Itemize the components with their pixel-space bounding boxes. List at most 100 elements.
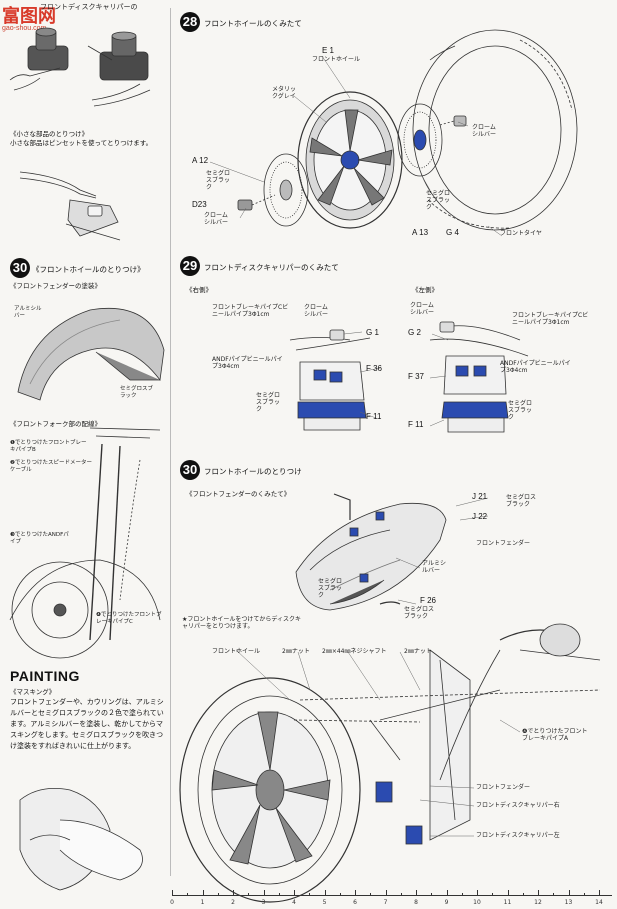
ruler-label: 10: [473, 899, 481, 906]
label-front-wheel: フロントホイール: [312, 56, 361, 63]
label-shaft: 2㎜×44㎜ネジシャフト: [322, 648, 387, 655]
step-30-left-title: 《フロントホイールのとりつけ》: [32, 265, 145, 274]
ruler-tick: [324, 890, 326, 896]
ruler-tick: [263, 890, 265, 896]
label-caliper-left: フロントディスクキャリパー左: [476, 832, 560, 839]
label-j22: J 22: [472, 512, 488, 521]
ruler-tick-minor: [400, 893, 402, 896]
ruler-label: 5: [322, 899, 327, 906]
watermark-url: gao-shou.com: [2, 25, 47, 32]
fender-semigloss-label: セミグロスブラック: [120, 386, 154, 399]
caliper-right-illustration: [289, 329, 371, 431]
ruler-label: 1: [200, 899, 205, 906]
label-chrome-silver-a: クロームシルバー: [472, 124, 497, 138]
left-andf: ANDFパイプビニールパイプ3Φ4cm: [500, 360, 571, 374]
ruler-tick: [416, 890, 417, 896]
step-30-number: 30: [180, 460, 200, 480]
step-29-title: フロントディスクキャリパーのくみたて: [204, 263, 339, 272]
caliper-left-illustration: [429, 321, 529, 433]
label-e1: E 1: [322, 46, 335, 55]
step-30-left-number: 30: [10, 258, 30, 278]
masking-subtitle: 《マスキング》: [10, 688, 56, 696]
left-pipe-c: フロントブレーキパイプCビニールパイプ3Φ1cm: [512, 312, 589, 326]
step-30-title: フロントホイールのとりつけ: [204, 467, 302, 476]
label-semigloss-a: セミグロスブラック: [206, 170, 231, 191]
ruler-tick: [568, 890, 570, 896]
fender-paint-title: 《フロントフェンダーの塗装》: [10, 282, 101, 290]
ruler-tick: [385, 890, 387, 896]
ruler-label: 3: [261, 899, 266, 906]
watermark-logo: 富图网 gao-shou.com: [2, 2, 72, 32]
ruler-label: 11: [503, 899, 512, 906]
label-chrome-silver-b: クロームシルバー: [204, 212, 229, 226]
label-d23: D23: [192, 200, 207, 209]
ruler-label: 13: [564, 899, 573, 906]
label-semigloss-b: セミグロスブラック: [426, 190, 451, 211]
caliper-caption: フロントディスクキャリパーの: [40, 3, 138, 11]
ruler-label: 8: [414, 899, 418, 906]
ruler-baseline: [172, 895, 612, 896]
label-g2: G 2: [408, 328, 421, 337]
ruler-tick-minor: [431, 893, 433, 896]
ruler-tick: [294, 890, 295, 896]
label-g1: G 1: [366, 328, 379, 337]
label-f37: F 37: [408, 372, 425, 381]
masking-hands-illustration: [19, 787, 143, 891]
label-front-fender-b: フロントフェンダー: [476, 784, 531, 791]
column-divider: [170, 8, 171, 876]
fork-wiring-illustration: [9, 427, 161, 659]
fork-note-2: ❷でとりつけたスピードメーターケーブル: [10, 460, 92, 473]
ruler-tick-minor: [583, 893, 585, 896]
tweezers-illustration: [19, 171, 121, 241]
ruler-tick: [538, 890, 539, 896]
label-a13: A 13: [412, 228, 429, 237]
wheel-assembly-illustration: [179, 677, 361, 903]
label-metallic-gray: メタリックグレイ: [272, 86, 297, 100]
ruler-label: 0: [170, 899, 174, 906]
step-28-title: フロントホイールのくみたて: [204, 19, 302, 28]
label-f11-left: F 11: [408, 420, 424, 429]
watermark-chars: 富图网: [2, 6, 56, 27]
label-f11-right: F 11: [366, 412, 382, 421]
fender-aluminum: アルミシルバー: [422, 560, 446, 574]
label-nut-a: 2㎜ナット: [282, 648, 310, 655]
wheel-illustration: [297, 91, 403, 229]
fork-note-3: ❸でとりつけたANDFパイプ: [10, 532, 69, 545]
fork-assembly-illustration: [293, 623, 601, 845]
ruler-tick-minor: [492, 893, 494, 896]
label-caliper-right: フロントディスクキャリパー右: [476, 802, 560, 809]
ruler-tick: [233, 890, 234, 896]
right-pipe-c: フロントブレーキパイプCビニールパイプ3Φ1cm: [212, 304, 289, 318]
axle-collar-parts: [237, 115, 467, 211]
j21-semigloss: セミグロスブラック: [506, 494, 537, 508]
left-chrome: クロームシルバー: [410, 302, 435, 316]
disc-rotor-right: [397, 103, 443, 177]
fork-wiring-title: 《フロントフォーク部の配線》: [10, 420, 101, 428]
label-front-tire: フロントタイヤ: [500, 230, 542, 237]
ruler-tick-minor: [553, 893, 555, 896]
step-28-number: 28: [180, 12, 200, 32]
ruler-tick: [446, 890, 448, 896]
ruler-label: 2: [231, 899, 235, 906]
small-parts-title: 《小さな部品のとりつけ》: [10, 130, 89, 138]
ruler-tick-minor: [187, 893, 189, 896]
label-front-fender: フロントフェンダー: [476, 540, 531, 547]
ruler-tick: [202, 890, 204, 896]
ruler-label: 14: [595, 899, 603, 906]
ruler-tick-minor: [461, 893, 463, 896]
right-chrome: クロームシルバー: [304, 304, 329, 318]
caliper-photo-1: [9, 27, 69, 91]
ruler-tick-minor: [309, 893, 311, 896]
ruler-tick-minor: [522, 893, 524, 896]
masking-text: フロントフェンダーや、カウリングは、アルミシルバーとセミグロスブラックの２色で塗…: [10, 698, 164, 750]
ruler-tick-minor: [370, 893, 372, 896]
front-fender-illustration: [295, 493, 447, 611]
ruler-tick-minor: [217, 893, 219, 896]
ruler-tick: [599, 890, 600, 896]
caliper-left-title: 《左側》: [412, 286, 438, 294]
painting-heading: PAINTING: [10, 668, 80, 684]
fork-note-1: ❶でとりつけたフロントブレーキパイプB: [10, 440, 87, 453]
right-semigloss: セミグロスブラック: [256, 392, 281, 413]
